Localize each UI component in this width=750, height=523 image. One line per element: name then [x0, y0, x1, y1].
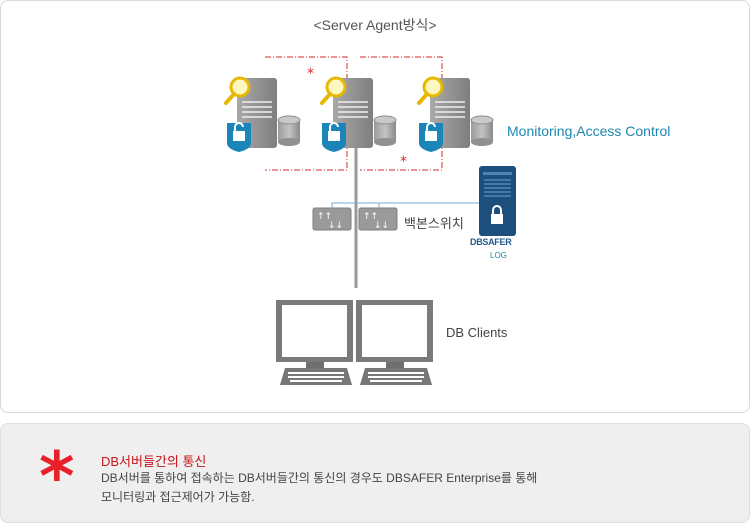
note-line-2: 모니터링과 접근제어가 가능함. [101, 490, 255, 504]
db-server-2 [320, 76, 397, 152]
db-communication-paths [265, 56, 443, 171]
note-line-1: DB서버를 통하여 접속하는 DB서버들간의 통신의 경우도 DBSAFER E… [101, 471, 538, 485]
lock-icon [227, 122, 251, 152]
clients-label: DB Clients [446, 325, 508, 340]
note-body: DB서버를 통하여 접속하는 DB서버들간의 통신의 경우도 DBSAFER E… [101, 469, 537, 507]
log-label: LOG [490, 251, 507, 260]
db-cylinder-icon [373, 115, 397, 146]
svg-text:↑↑: ↑↑ [363, 212, 378, 222]
dbsafer-brand-label: DBSAFER [470, 237, 512, 247]
svg-text:↓↓: ↓↓ [328, 221, 343, 231]
star-mark-top: * [307, 66, 314, 82]
db-cylinder-icon [277, 115, 301, 146]
db-cylinder-icon [470, 115, 494, 146]
svg-text:↑↑: ↑↑ [317, 212, 332, 222]
diagram-title: <Server Agent방식> [313, 17, 437, 33]
switch-label: 백본스위치 [404, 216, 464, 231]
star-mark-bottom: * [400, 154, 407, 170]
db-client-monitor-2 [356, 300, 433, 385]
lock-icon [419, 122, 443, 152]
db-client-monitor-1 [276, 300, 353, 385]
svg-text:↓↓: ↓↓ [374, 221, 389, 231]
backbone-switch-icon: ↑↑↓↓ ↑↑↓↓ [312, 207, 398, 231]
magnifier-icon [417, 76, 444, 105]
note-title: DB서버들간의 통신 [101, 454, 207, 469]
architecture-diagram: * * ↑↑↓↓ ↑↑↓↓ [224, 56, 516, 385]
db-server-1 [224, 76, 301, 152]
dbsafer-log-server-icon [479, 166, 516, 236]
db-server-3 [417, 76, 494, 152]
magnifier-icon [224, 76, 251, 105]
magnifier-icon [320, 76, 347, 105]
asterisk-icon: * [39, 438, 75, 517]
note-panel: * DB서버들간의 통신 DB서버를 통하여 접속하는 DB서버들간의 통신의 … [0, 423, 750, 523]
monitoring-label: Monitoring,Access Control [507, 123, 671, 139]
lock-icon [322, 122, 346, 152]
